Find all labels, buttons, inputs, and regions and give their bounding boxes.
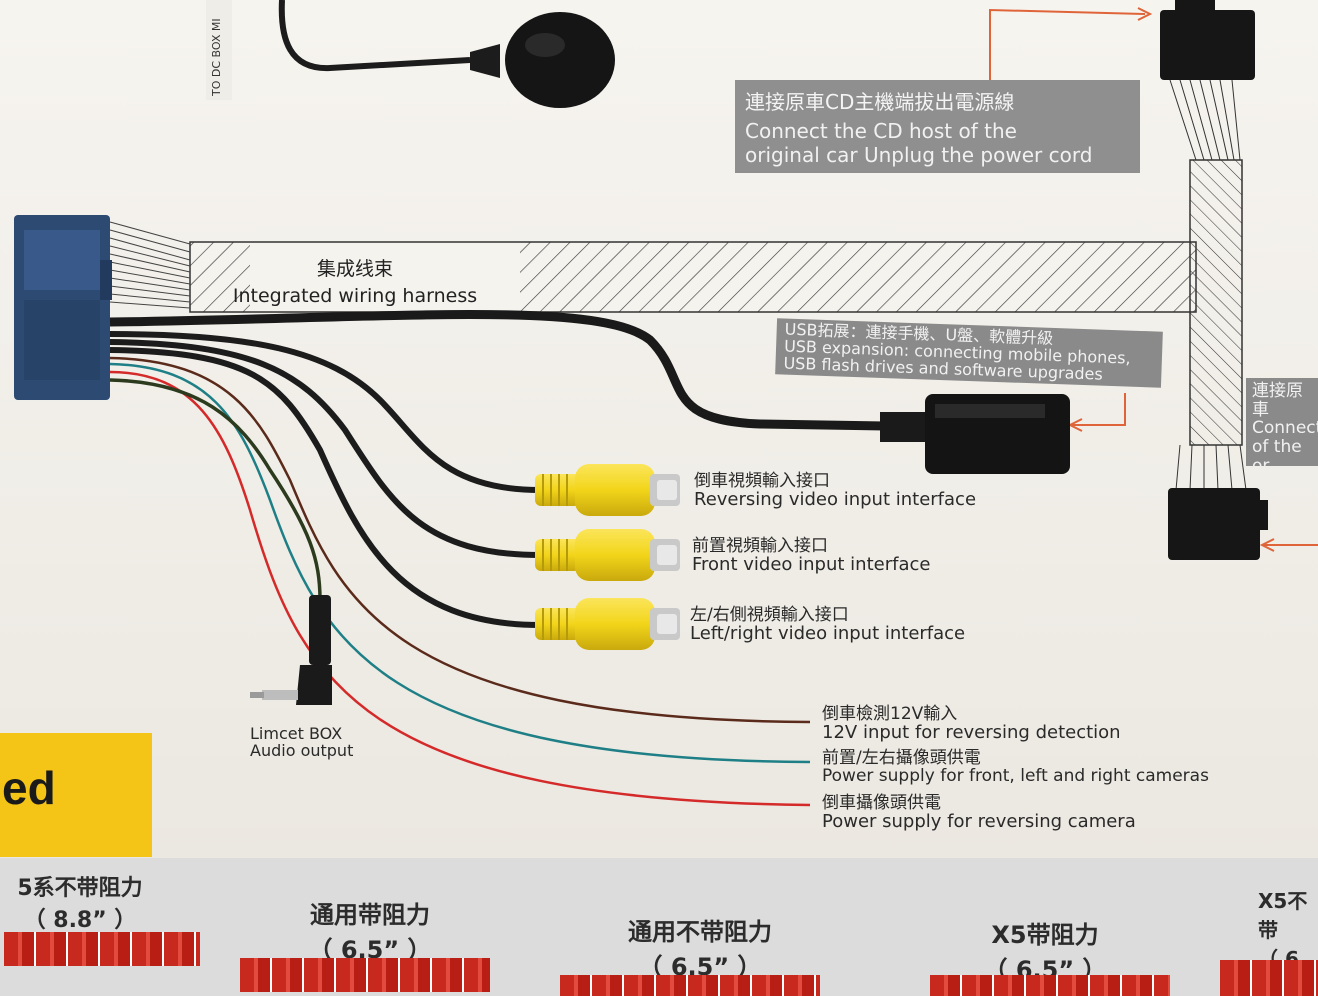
harness-label: 集成线束 Integrated wiring harness bbox=[230, 254, 480, 307]
wire-label-3-zh: 倒車攝像頭供電 bbox=[822, 793, 941, 813]
wire-label-3-en: Power supply for reversing camera bbox=[822, 810, 1136, 832]
dc-box-tab: TO DC BOX MI bbox=[206, 0, 232, 100]
audio-label: Limcet BOX Audio output bbox=[250, 724, 354, 760]
vertical-harness bbox=[1160, 0, 1268, 560]
dc-box-label: TO DC BOX MI bbox=[210, 18, 223, 96]
wire-label-2-en: Power supply for front, left and right c… bbox=[822, 765, 1209, 786]
rca-label-3: 左/右側視頻輸入接口 Left/right video input interf… bbox=[690, 605, 966, 644]
blue-connector bbox=[14, 215, 112, 400]
right-partial-1: 連接原車 bbox=[1252, 381, 1303, 420]
model-5: X5不带 （ 6. bbox=[1258, 885, 1318, 972]
rca-label-3-en: Left/right video input interface bbox=[690, 622, 966, 644]
rca-label-2-en: Front video input interface bbox=[692, 553, 931, 575]
orange-arrows bbox=[989, 7, 1318, 552]
model-3: 通用不带阻力 （ 6.5” ） bbox=[590, 912, 810, 982]
pin-strip-4 bbox=[930, 975, 1170, 996]
rca-label-1: 倒車視頻輸入接口 Reversing video input interface bbox=[694, 471, 977, 510]
rca-cable-2 bbox=[109, 339, 541, 558]
microphone bbox=[470, 12, 615, 108]
rca-cable-1 bbox=[109, 331, 541, 493]
harness-zh: 集成线束 bbox=[316, 258, 393, 280]
cd-host-label: 連接原車CD主機端拔出電源線 Connect the CD host of th… bbox=[735, 80, 1140, 173]
wire-label-2-zh: 前置/左右攝像頭供電 bbox=[822, 748, 981, 768]
mic-cable bbox=[278, 0, 471, 72]
bottom-strip bbox=[0, 858, 1318, 996]
rca-connector-2 bbox=[535, 529, 680, 581]
right-partial-3: of the or bbox=[1252, 437, 1302, 466]
right-partial-label: 連接原車 Connect of the or bbox=[1246, 378, 1318, 466]
model-1-size: （ 8.8” ） bbox=[23, 908, 137, 933]
audio-label-2: Audio output bbox=[250, 740, 354, 760]
pin-strip-3 bbox=[560, 975, 820, 996]
wire-label-2: 前置/左右攝像頭供電 Power supply for front, left … bbox=[822, 748, 1209, 786]
audio-jack bbox=[250, 595, 332, 705]
pin-strip-5 bbox=[1220, 960, 1318, 996]
model-2-title: 通用带阻力 bbox=[310, 901, 430, 929]
model-1-title: 5系不带阻力 bbox=[17, 876, 143, 901]
pin-strip-2 bbox=[240, 958, 490, 992]
cd-host-en-1: Connect the CD host of the bbox=[745, 119, 1017, 143]
wire-label-1-en: 12V input for reversing detection bbox=[822, 721, 1121, 743]
usb-cable bbox=[109, 310, 886, 431]
harness-en: Integrated wiring harness bbox=[232, 285, 478, 307]
integrated-harness bbox=[109, 221, 1197, 313]
yellow-block: ed bbox=[0, 733, 152, 857]
rca-label-3-zh: 左/右側視頻輸入接口 bbox=[690, 605, 849, 625]
wire-label-1: 倒車檢測12V輸入 12V input for reversing detect… bbox=[822, 704, 1121, 743]
usb-connector bbox=[880, 394, 1070, 474]
wire-label-1-zh: 倒車檢測12V輸入 bbox=[822, 704, 958, 724]
audio-cable bbox=[109, 378, 322, 601]
wire-teal bbox=[109, 362, 811, 764]
model-2: 通用带阻力 （ 6.5” ） bbox=[265, 895, 475, 965]
cd-host-en-2: original car Unplug the power cord bbox=[745, 143, 1093, 167]
rca-connector-3 bbox=[535, 598, 680, 650]
wire-brown bbox=[109, 356, 811, 724]
audio-label-1: Limcet BOX bbox=[250, 724, 343, 743]
wire-label-3: 倒車攝像頭供電 Power supply for reversing camer… bbox=[822, 793, 1136, 832]
rca-label-2: 前置視頻輸入接口 Front video input interface bbox=[692, 536, 931, 575]
model-4-title: X5带阻力 bbox=[991, 921, 1099, 949]
pin-strip-1 bbox=[4, 932, 200, 966]
right-partial-2: Connect bbox=[1252, 418, 1318, 439]
rca-label-1-zh: 倒車視頻輸入接口 bbox=[694, 471, 830, 491]
yellow-text: ed bbox=[2, 762, 56, 814]
model-3-title: 通用不带阻力 bbox=[628, 918, 772, 946]
rca-label-2-zh: 前置視頻輸入接口 bbox=[692, 536, 828, 556]
model-1: 5系不带阻力 （ 8.8” ） bbox=[0, 870, 160, 934]
wire-red bbox=[109, 370, 811, 807]
rca-label-1-en: Reversing video input interface bbox=[694, 488, 977, 510]
rca-cable-3 bbox=[109, 347, 541, 628]
rca-connector-1 bbox=[535, 464, 680, 516]
model-5-title: X5不带 bbox=[1258, 889, 1308, 942]
cd-host-zh: 連接原車CD主機端拔出電源線 bbox=[745, 90, 1015, 114]
